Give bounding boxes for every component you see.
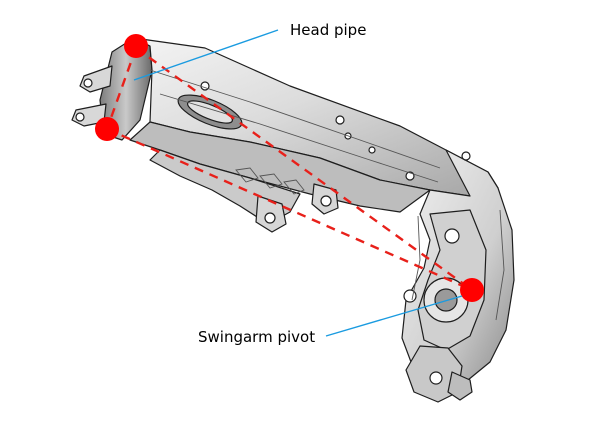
head-pipe-marker-bottom xyxy=(95,117,119,141)
dashed-line-head-top-to-pivot xyxy=(135,47,473,291)
dashed-line-head-axis xyxy=(105,47,138,130)
spar-hole-6 xyxy=(461,151,471,161)
head-pipe-label: Head pipe xyxy=(290,21,367,39)
swingarm-pivot-label: Swingarm pivot xyxy=(198,328,316,346)
dashed-line-head-bottom-to-pivot xyxy=(106,127,473,292)
swingarm-pivot-leader-line xyxy=(325,295,463,337)
head-cutout-inner xyxy=(186,100,234,124)
engine-mount-hole-b xyxy=(320,195,332,207)
front-mount-lower-hole xyxy=(75,112,85,122)
front-mount-upper-hole xyxy=(83,78,93,88)
rear-lower-tab xyxy=(447,371,473,401)
frame-surface-lines xyxy=(149,69,505,321)
engine-mount-hole-a xyxy=(264,212,276,224)
rear-lower-hole xyxy=(429,371,443,385)
rear-upper-hole xyxy=(444,228,460,244)
spar-hole-2 xyxy=(335,115,345,125)
motorcycle-frame xyxy=(71,37,515,403)
spar-hole-4 xyxy=(368,146,376,154)
rear-mid-hole xyxy=(403,289,417,303)
head-pipe-leader-line xyxy=(133,29,279,81)
head-pipe-marker-top xyxy=(124,34,148,58)
swingarm-pivot-marker xyxy=(460,278,484,302)
geometry-lines xyxy=(105,47,473,292)
